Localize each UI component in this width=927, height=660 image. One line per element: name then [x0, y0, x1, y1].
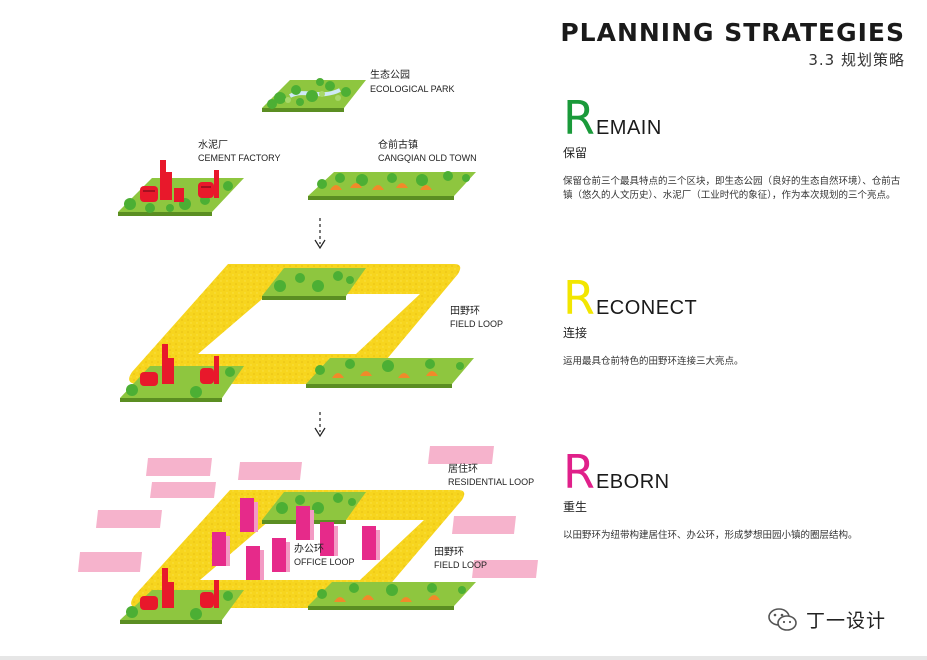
strategy-reconnect-initial: R	[563, 271, 595, 325]
wechat-icon	[768, 607, 797, 631]
strategy-reconnect-heading: R ECONECT	[563, 271, 908, 325]
strategy-remain-word: EMAIN	[595, 117, 662, 139]
ecological-park-en-label: ECOLOGICAL PARK	[370, 84, 455, 94]
field-loop-cn-label-3: 田野环	[434, 546, 464, 558]
strategy-reconnect-word: ECONECT	[595, 297, 698, 319]
office-loop-en-label: OFFICE LOOP	[294, 557, 355, 567]
strategy-reconnect-desc: 运用最具仓前特色的田野环连接三大亮点。	[563, 356, 744, 367]
cement-factory-block	[118, 160, 244, 216]
strategy-reborn-initial: R	[563, 445, 595, 499]
old-town-block	[308, 171, 476, 200]
residential-loop-cn-label: 居住环	[448, 462, 478, 475]
old-town-en-label: CANGQIAN OLD TOWN	[378, 153, 477, 163]
down-arrow-2	[314, 412, 326, 438]
strategy-reborn-desc: 以田野环为纽带构建居住环、办公环，形成梦想田园小镇的圈层结构。	[563, 530, 858, 541]
down-arrow-1	[314, 218, 326, 250]
residential-blocks	[78, 446, 538, 578]
office-towers	[212, 498, 380, 580]
strategy-reconnect-cn: 连接	[563, 326, 588, 340]
strategy-reborn-word: EBORN	[595, 471, 670, 493]
strategy-remain-cn: 保留	[563, 146, 588, 160]
office-loop-cn-label: 办公环	[294, 542, 324, 555]
residential-loop-en-label: RESIDENTIAL LOOP	[448, 477, 534, 487]
page-title: PLANNING STRATEGIES	[560, 18, 905, 47]
strategy-reconnect: R ECONECT 连接 运用最具仓前特色的田野环连接三大亮点。	[563, 271, 908, 369]
field-loop-en-label-3: FIELD LOOP	[434, 560, 487, 570]
strategy-remain-initial: R	[563, 91, 595, 145]
strategy-remain: R EMAIN 保留 保留仓前三个最具特点的三个区块，即生态公园（良好的生态自然…	[563, 91, 908, 203]
field-loop-en-label-2: FIELD LOOP	[450, 319, 503, 329]
wechat-account-name: 丁一设计	[806, 610, 887, 632]
field-loop-cn-label-2: 田野环	[450, 305, 480, 317]
strategy-remain-desc: 保留仓前三个最具特点的三个区块，即生态公园（良好的生态自然环境）、仓前古镇（悠久…	[563, 176, 901, 201]
page-title-block: PLANNING STRATEGIES 3.3 规划策略	[560, 18, 905, 70]
bottom-strip	[0, 656, 927, 660]
cement-factory-en-label: CEMENT FACTORY	[198, 153, 281, 163]
strategy-reborn-cn: 重生	[563, 500, 588, 514]
strategy-reborn: R EBORN 重生 以田野环为纽带构建居住环、办公环，形成梦想田园小镇的圈层结…	[563, 445, 908, 543]
ecological-park-block	[262, 78, 366, 112]
reborn-stage3	[78, 446, 538, 624]
field-loop-stage2	[120, 264, 474, 402]
strategy-remain-heading: R EMAIN	[563, 91, 908, 145]
wechat-watermark: 丁一设计	[768, 606, 886, 633]
strategy-reborn-heading: R EBORN	[563, 445, 908, 499]
ecological-park-cn-label: 生态公园	[370, 68, 410, 81]
old-town-cn-label: 仓前古镇	[378, 138, 418, 151]
cement-factory-cn-label: 水泥厂	[198, 138, 228, 151]
page-subtitle: 3.3 规划策略	[808, 51, 905, 69]
